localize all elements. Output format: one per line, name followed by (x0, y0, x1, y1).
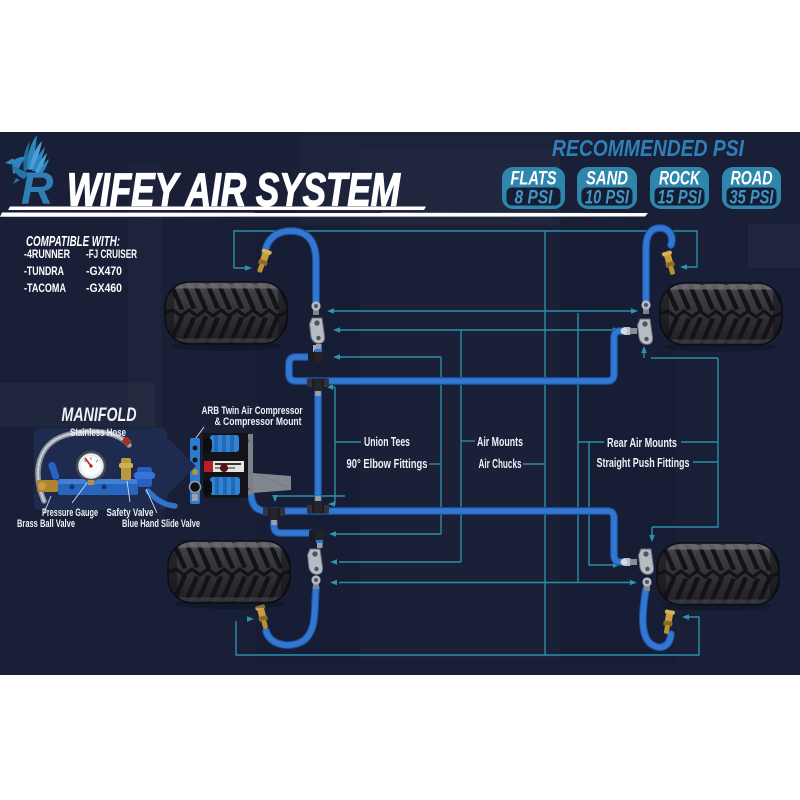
svg-text:-GX460: -GX460 (86, 283, 122, 295)
svg-text:-TACOMA: -TACOMA (24, 283, 66, 295)
svg-text:-FJ CRUISER: -FJ CRUISER (86, 249, 137, 261)
svg-text:COMPATIBLE WITH:: COMPATIBLE WITH: (26, 234, 120, 250)
svg-text:Pressure Gauge: Pressure Gauge (42, 507, 98, 519)
svg-text:Brass Ball Valve: Brass Ball Valve (17, 518, 75, 530)
svg-text:Blue Hand Slide Valve: Blue Hand Slide Valve (122, 518, 200, 530)
svg-text:Rear Air Mounts: Rear Air Mounts (607, 436, 677, 450)
svg-text:15 PSI: 15 PSI (658, 188, 703, 209)
svg-text:-4RUNNER: -4RUNNER (24, 249, 71, 261)
svg-text:Air Chucks: Air Chucks (479, 457, 522, 471)
svg-text:MANIFOLD: MANIFOLD (62, 404, 137, 426)
svg-text:Stainless Hose: Stainless Hose (70, 427, 126, 439)
svg-text:Straight Push Fittings: Straight Push Fittings (597, 456, 690, 470)
svg-text:ROCK: ROCK (659, 168, 701, 190)
svg-text:Safety Valve: Safety Valve (107, 507, 154, 519)
svg-text:R: R (21, 163, 54, 214)
svg-text:Union Tees: Union Tees (364, 435, 410, 449)
svg-text:ROAD: ROAD (731, 168, 773, 190)
svg-text:90° Elbow Fittings: 90° Elbow Fittings (347, 457, 428, 471)
svg-text:SAND: SAND (586, 168, 628, 190)
svg-text:RECOMMENDED PSI: RECOMMENDED PSI (552, 135, 744, 161)
svg-text:-GX470: -GX470 (86, 266, 122, 278)
svg-text:35 PSI: 35 PSI (730, 188, 775, 209)
svg-text:-TUNDRA: -TUNDRA (24, 266, 64, 278)
svg-text:& Compressor Mount: & Compressor Mount (215, 416, 302, 428)
svg-text:8 PSI: 8 PSI (515, 188, 554, 209)
svg-text:Air Mounts: Air Mounts (477, 435, 523, 449)
svg-text:FLATS: FLATS (511, 168, 557, 190)
svg-text:ARB Twin Air Compressor: ARB Twin Air Compressor (202, 405, 304, 417)
svg-text:10 PSI: 10 PSI (585, 188, 630, 209)
